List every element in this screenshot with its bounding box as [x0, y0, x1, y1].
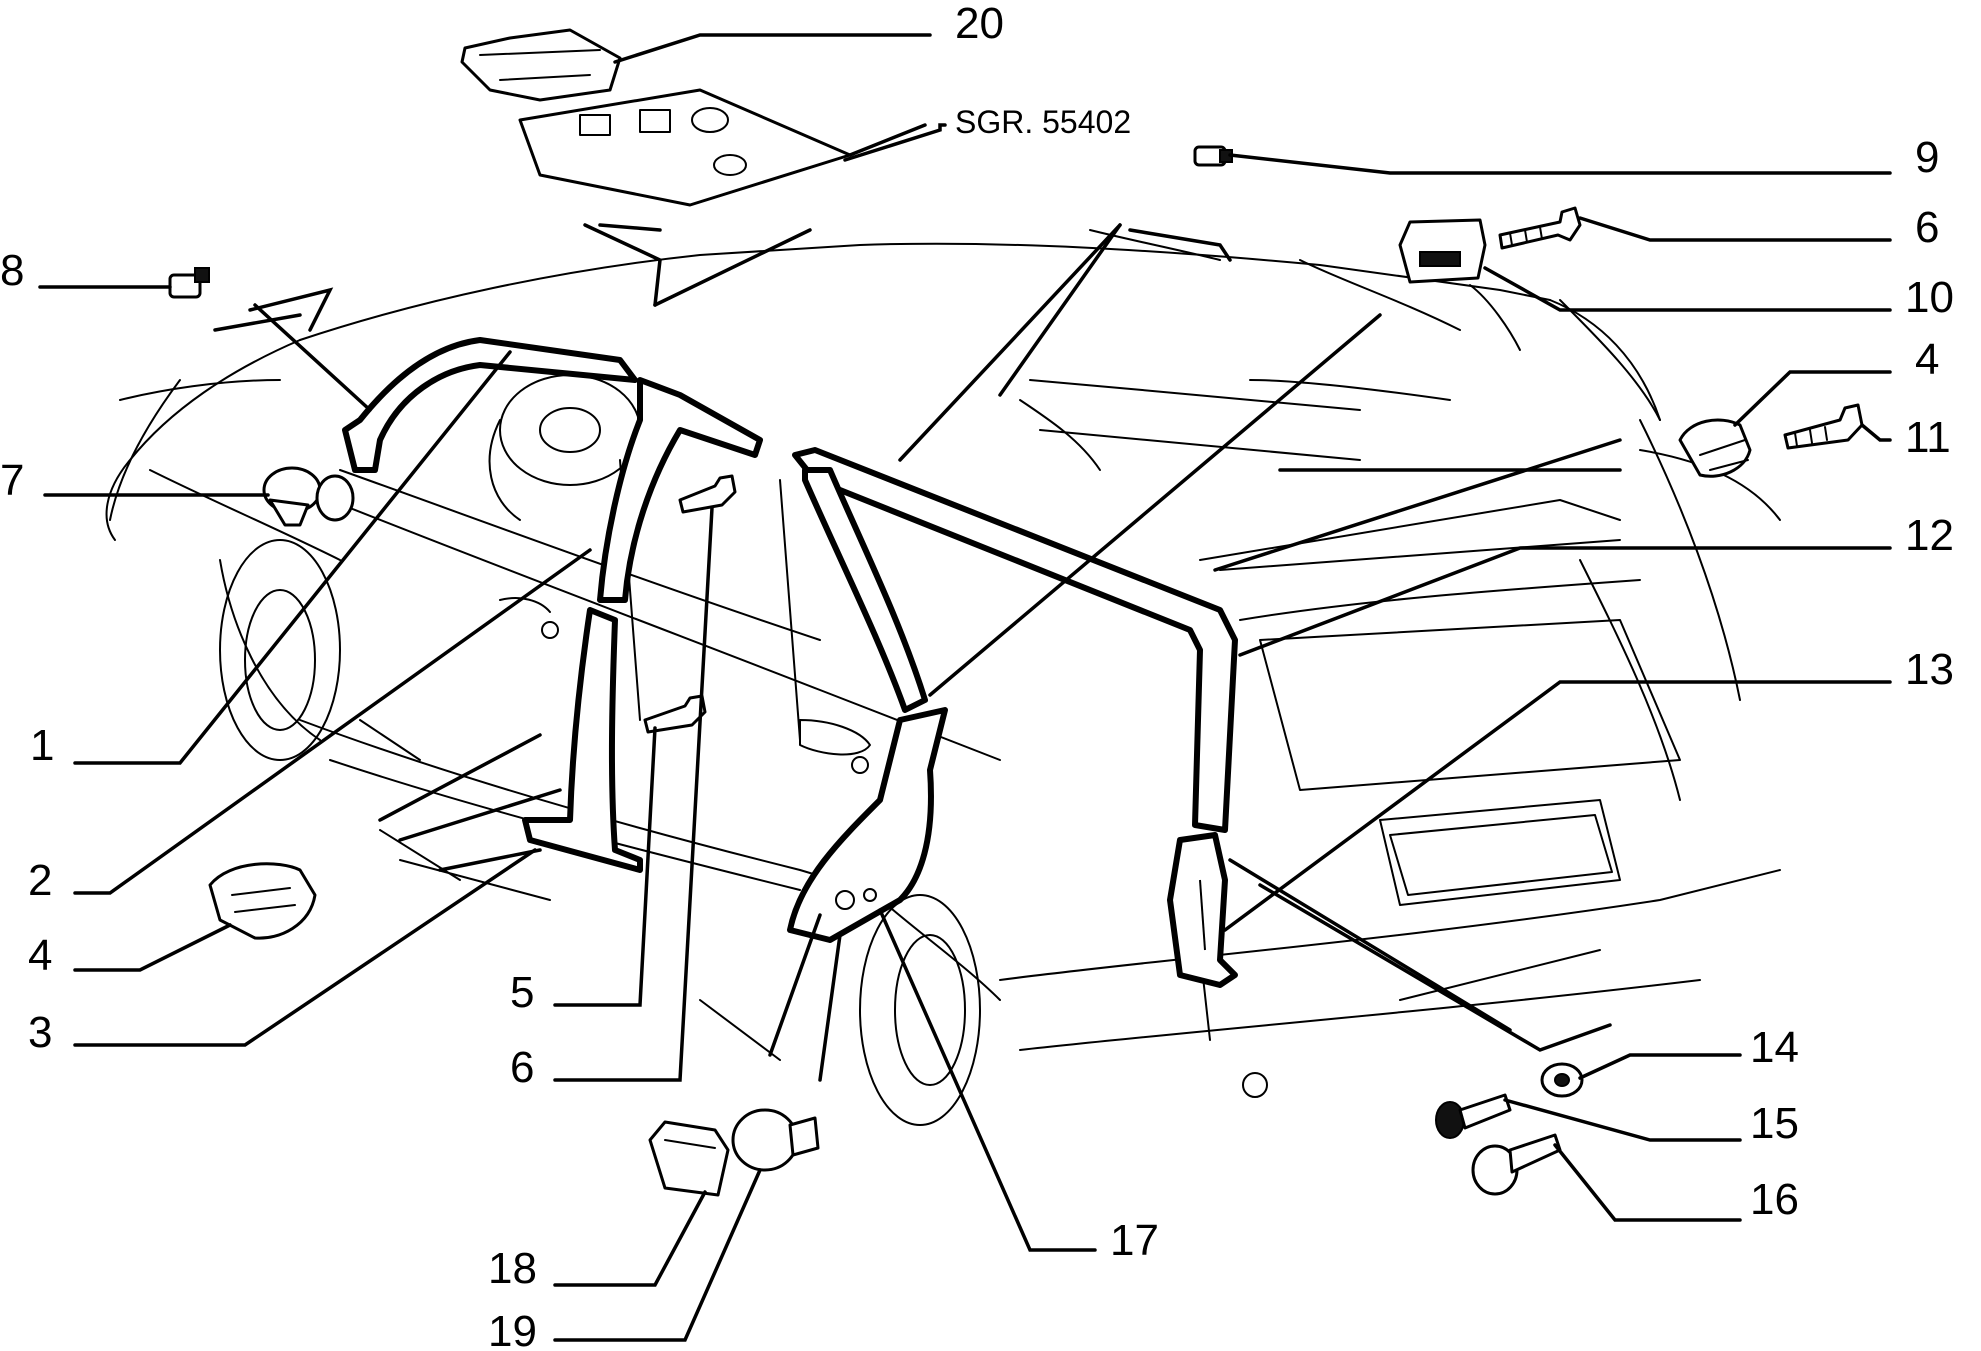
screw-15-part	[1435, 1093, 1512, 1139]
callout-4-top: 4	[1915, 335, 1939, 384]
clip-9-part	[1193, 145, 1233, 167]
callout-16: 16	[1750, 1175, 1799, 1224]
car-body-outline	[105, 229, 1781, 1126]
callout-12: 12	[1905, 511, 1954, 560]
rear-quarter-trim	[787, 707, 948, 943]
callout-5: 5	[510, 968, 534, 1017]
callout-9: 9	[1915, 133, 1939, 182]
callout-15: 15	[1750, 1099, 1799, 1148]
clip-8-part	[168, 267, 210, 299]
callout-11: 11	[1905, 413, 1951, 462]
clip-4-bottom-part	[208, 862, 317, 940]
screw-11-part	[1783, 403, 1864, 450]
callout-6-top: 6	[1915, 203, 1939, 252]
callout-13: 13	[1905, 645, 1954, 694]
callout-8: 8	[0, 246, 24, 295]
callout-7: 7	[0, 456, 24, 505]
lamp-cover-part	[460, 28, 622, 102]
callout-4-bottom: 4	[28, 931, 52, 980]
callout-14: 14	[1750, 1023, 1799, 1072]
screw-6-top-part	[1498, 206, 1582, 250]
callout-18: 18	[488, 1244, 537, 1293]
bolt-16-part	[1471, 1133, 1562, 1196]
small-parts	[168, 28, 1864, 1197]
callout-6-bottom: 6	[510, 1043, 534, 1092]
courtesy-lamp-unit	[518, 88, 852, 207]
trim-panels	[342, 337, 1238, 988]
fastener-7-part	[262, 466, 355, 527]
callout-10: 10	[1905, 273, 1954, 322]
screw-6-mid-part	[678, 474, 737, 514]
washer-14-part	[1540, 1062, 1584, 1098]
callout-17: 17	[1110, 1216, 1159, 1265]
callout-3: 3	[28, 1008, 52, 1057]
c-pillar-trim	[802, 467, 928, 713]
callout-sgr-55402: SGR. 55402	[955, 104, 1131, 140]
clip-4-top-part	[1678, 418, 1752, 478]
leader-lines	[213, 223, 1622, 1082]
callout-1: 1	[30, 721, 54, 770]
callout-20: 20	[955, 0, 1004, 48]
callout-19: 19	[488, 1307, 537, 1351]
a-pillar-trim	[342, 337, 638, 473]
clip-18-part	[648, 1120, 730, 1197]
push-button-19-part	[731, 1108, 820, 1172]
b-pillar-upper-trim	[597, 377, 763, 603]
callout-2: 2	[28, 856, 52, 905]
b-pillar-lower-trim	[522, 607, 643, 873]
